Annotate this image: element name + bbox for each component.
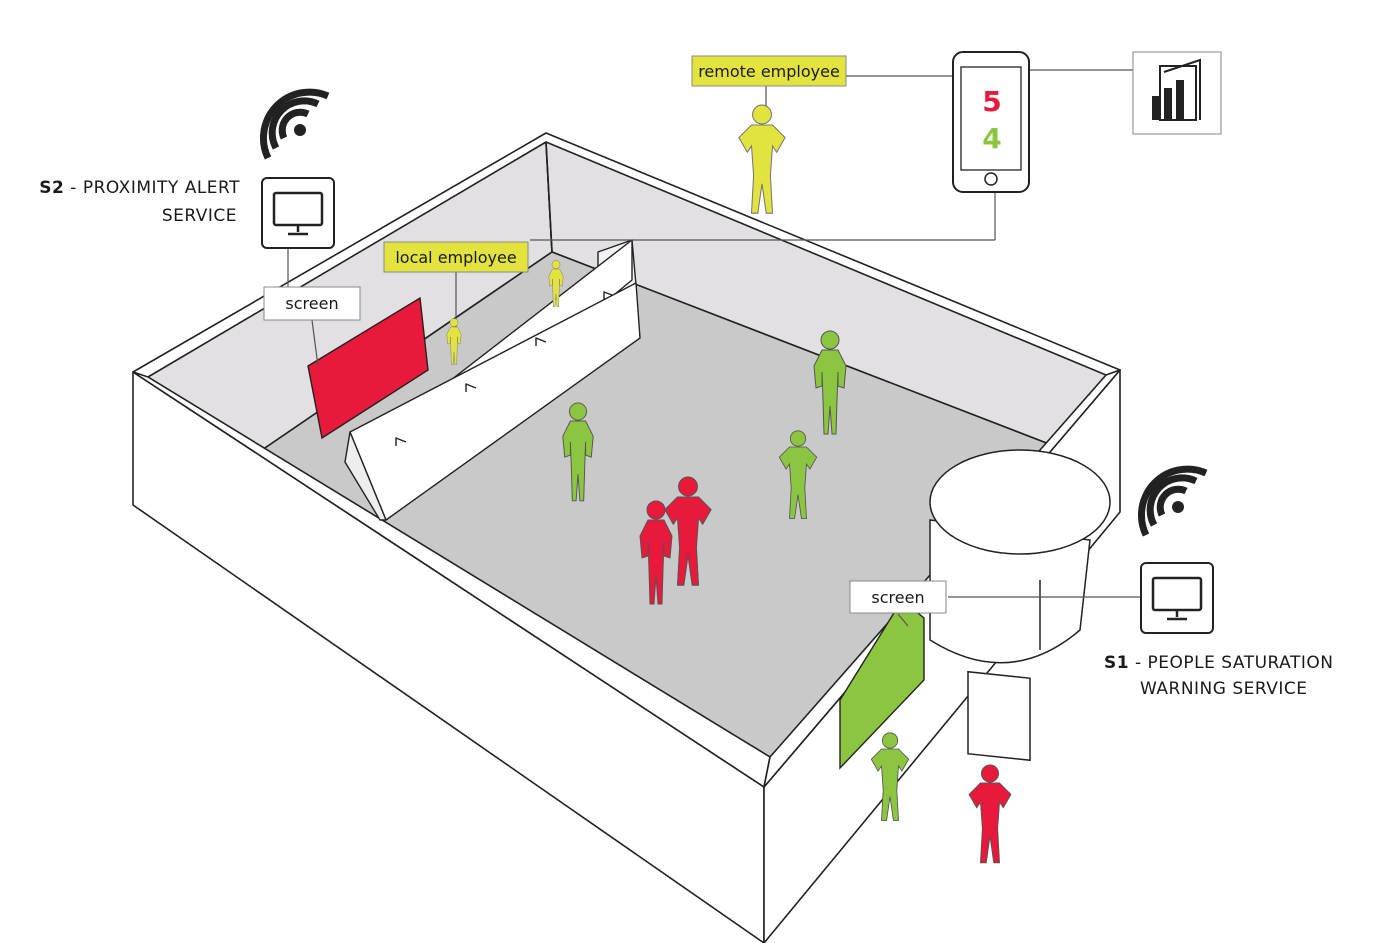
wifi-s2 (260, 88, 330, 160)
door-cylinder (929, 519, 1091, 664)
s1-sep: - (1129, 653, 1147, 673)
monitor-icon-s2 (261, 177, 335, 249)
partition-wall (344, 239, 641, 521)
screen-right-text: screen (871, 588, 924, 607)
screen-label-left: screen (263, 286, 361, 321)
revolving-door (929, 449, 1111, 762)
s2-code: S2 (39, 178, 64, 198)
person-remote (738, 104, 786, 214)
s1-line1: PEOPLE SATURATION (1148, 653, 1334, 673)
remote-employee-label: remote employee (691, 55, 847, 87)
remote-employee-text: remote employee (698, 62, 840, 81)
person-red-3 (968, 764, 1012, 864)
red-screen (307, 296, 429, 440)
green-screen (839, 598, 925, 770)
door-panel (967, 670, 1031, 762)
service-s2-caption: S2 - PROXIMITY ALERT SERVICE (39, 178, 240, 226)
power-bi-icon (1132, 51, 1222, 135)
s1-code: S1 (1104, 653, 1129, 673)
building (132, 132, 1121, 943)
phone-count-red: 5 (982, 85, 1001, 118)
screen-left-text: screen (285, 294, 338, 313)
smartphone-icon: 5 4 (952, 51, 1030, 193)
service-s1-caption: S1 - PEOPLE SATURATION WARNING SERVICE (1104, 653, 1333, 699)
phone-count-green: 4 (982, 122, 1001, 155)
s2-sep: - (64, 178, 82, 198)
local-employee-label: local employee (383, 241, 529, 273)
local-employee-text: local employee (395, 248, 516, 267)
s2-line1: PROXIMITY ALERT (83, 178, 240, 198)
partition-end (344, 431, 387, 521)
door-top (929, 449, 1111, 555)
monitor-icon-s1 (1140, 562, 1214, 634)
screen-label-right: screen (849, 580, 947, 614)
svg-text:S1 - PEOPLE SATURATION: S1 - PEOPLE SATURATION (1104, 653, 1333, 673)
s2-line2: SERVICE (162, 206, 237, 226)
svg-text:S2 - PROXIMITY ALERT: S2 - PROXIMITY ALERT (39, 178, 240, 198)
wifi-s1 (1138, 465, 1208, 537)
s1-line2: WARNING SERVICE (1140, 679, 1308, 699)
